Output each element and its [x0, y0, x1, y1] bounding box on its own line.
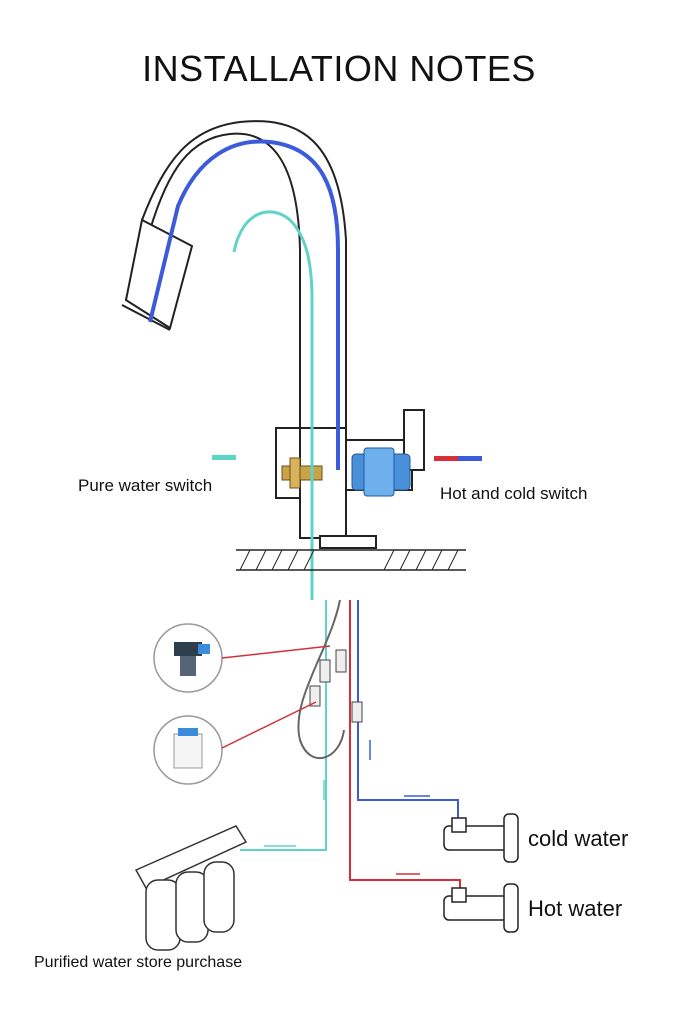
ceramic-cartridge — [351, 447, 411, 497]
hot-water-valve — [443, 883, 519, 933]
cold-water-valve — [443, 813, 519, 863]
detail-callout-1 — [153, 623, 331, 693]
cold-legend-swatch — [458, 456, 482, 461]
hot-water-label: Hot water — [528, 896, 623, 921]
pure-water-legend-swatch — [212, 455, 236, 460]
hoses — [240, 599, 461, 890]
water-purifier — [134, 825, 248, 951]
detail-callout-2 — [153, 701, 317, 785]
pure-water-line — [232, 210, 314, 600]
countertop — [236, 549, 466, 571]
purified-water-label: Purified water store purchase — [34, 954, 243, 971]
flow-arrows — [264, 740, 430, 875]
pure-water-switch-label: Pure water switch — [78, 476, 213, 495]
hot-legend-swatch — [434, 456, 458, 461]
hot-cold-switch-label: Hot and cold switch — [440, 484, 588, 503]
page-title: INSTALLATION NOTES — [142, 48, 536, 89]
mixed-water-line — [148, 139, 340, 470]
cold-water-label: cold water — [528, 826, 629, 851]
connectors — [309, 649, 363, 723]
